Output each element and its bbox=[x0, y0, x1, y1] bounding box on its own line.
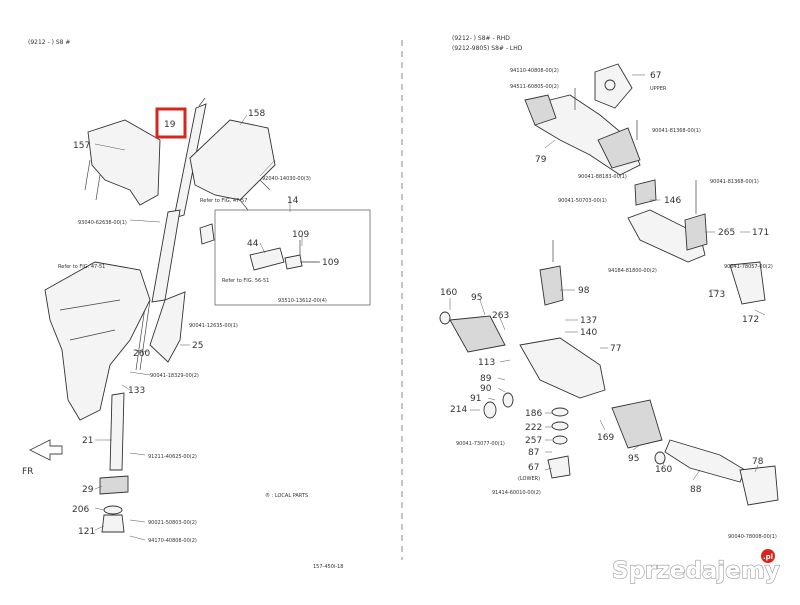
r-code-10: 91414-60010-00(2) bbox=[492, 490, 541, 496]
highlight-box bbox=[155, 107, 187, 139]
part-number-29: 29 bbox=[82, 485, 94, 495]
part-number-88: 88 bbox=[690, 485, 702, 495]
part-number-77: 77 bbox=[610, 344, 621, 354]
watermark-logo-dot bbox=[761, 549, 775, 563]
part-number-19: 19 bbox=[164, 120, 176, 130]
part-number-109-b: 109 bbox=[322, 258, 339, 268]
code-1: 92040-14030-00(3) bbox=[262, 176, 311, 182]
part-number-95-right: 95 bbox=[628, 454, 639, 464]
r-code-8: 94184-81800-00(2) bbox=[608, 268, 657, 274]
part-number-160-right: 160 bbox=[655, 465, 672, 475]
code-6: 91211-40625-00(2) bbox=[148, 454, 197, 460]
part-number-25: 25 bbox=[192, 341, 203, 351]
part-number-260: 260 bbox=[133, 349, 150, 359]
code-5: 90041-18329-00(2) bbox=[150, 373, 199, 379]
r-code-5: 90041-88183-00(1) bbox=[578, 174, 627, 180]
front-arrow-icon bbox=[28, 439, 63, 461]
part-number-169: 169 bbox=[597, 433, 614, 443]
part-number-87: 87 bbox=[528, 448, 539, 458]
part-number-265: 265 bbox=[718, 228, 735, 238]
right-leader-lines bbox=[449, 74, 766, 481]
r-code-7: 90041-78057-00(2) bbox=[724, 264, 773, 270]
watermark: Sprzedajemy .pl bbox=[611, 549, 780, 585]
r-code-11: 90040-78008-00(1) bbox=[728, 534, 777, 540]
part-number-44: 44 bbox=[247, 239, 259, 249]
code-2: 93040-62638-00(1) bbox=[78, 220, 127, 226]
watermark-suffix: .pl bbox=[763, 553, 773, 561]
part-number-173: 173 bbox=[708, 290, 725, 300]
page-code: 157-450i-18 bbox=[313, 564, 343, 570]
steering-column-drawing bbox=[99, 97, 207, 533]
left-header: (9212 - ) S8 # bbox=[28, 39, 70, 46]
part-number-89: 89 bbox=[480, 374, 492, 384]
label-upper: UPPER bbox=[650, 86, 667, 92]
part-number-171: 171 bbox=[752, 228, 769, 238]
local-parts-note: ® : LOCAL PARTS bbox=[265, 492, 308, 499]
part-number-172: 172 bbox=[742, 315, 759, 325]
part-number-140: 140 bbox=[580, 328, 597, 338]
r-code-9: 90041-73077-00(1) bbox=[456, 441, 505, 447]
right-header-line-1: (9212- ) S8# - RHD bbox=[452, 35, 510, 42]
code-4: 90041-12635-00(1) bbox=[189, 323, 238, 329]
part-number-109-a: 109 bbox=[292, 230, 309, 240]
bracket-158-drawing bbox=[189, 119, 276, 201]
part-number-157: 157 bbox=[73, 141, 90, 151]
part-number-67-upper: 67 bbox=[650, 71, 661, 81]
part-number-133: 133 bbox=[128, 386, 145, 396]
part-number-146: 146 bbox=[664, 196, 681, 206]
part-number-214: 214 bbox=[450, 405, 467, 415]
r-code-6: 90041-50703-00(1) bbox=[558, 198, 607, 204]
part-number-21: 21 bbox=[82, 436, 93, 446]
r-code-2: 94511-60805-00(2) bbox=[510, 84, 559, 90]
code-8: 94170-40808-00(2) bbox=[148, 538, 197, 544]
left-leader-lines bbox=[94, 114, 318, 541]
watermark-text: Sprzedajemy bbox=[612, 558, 780, 584]
steering-gear-drawing bbox=[439, 63, 779, 506]
detail-box-14 bbox=[214, 209, 371, 306]
part-number-222: 222 bbox=[525, 423, 542, 433]
part-number-98: 98 bbox=[578, 286, 590, 296]
bracket-157-drawing bbox=[87, 119, 161, 206]
part-number-158: 158 bbox=[248, 109, 265, 119]
fr-label: FR bbox=[22, 467, 33, 477]
label-lower: (LOWER) bbox=[518, 476, 540, 482]
part-number-91: 91 bbox=[470, 394, 481, 404]
refer-note-1: Refer to FIG. 47-57 bbox=[200, 198, 247, 204]
part-number-90: 90 bbox=[480, 384, 492, 394]
r-code-4: 90041-81368-00(1) bbox=[710, 179, 759, 185]
r-code-1: 94110-40808-00(2) bbox=[510, 68, 559, 74]
refer-note-2: Refer to FIG. 47-51 bbox=[58, 264, 105, 270]
part-number-14: 14 bbox=[287, 196, 299, 206]
code-3: 93510-13612-00(4) bbox=[278, 298, 327, 304]
part-number-79: 79 bbox=[535, 155, 547, 165]
r-code-3: 90041-81368-00(1) bbox=[652, 128, 701, 134]
part-number-67-lower: 67 bbox=[528, 463, 539, 473]
part-number-257: 257 bbox=[525, 436, 542, 446]
part-number-78: 78 bbox=[752, 457, 764, 467]
refer-note-3: Refer to FIG. 56-51 bbox=[222, 278, 269, 284]
part-number-95-left: 95 bbox=[471, 293, 482, 303]
part-number-113: 113 bbox=[478, 358, 495, 368]
part-number-137: 137 bbox=[580, 316, 597, 326]
part-number-186: 186 bbox=[525, 409, 542, 419]
right-header-line-2: (9212-9805) S8# - LHD bbox=[452, 45, 523, 52]
code-7: 90021-50803-00(2) bbox=[148, 520, 197, 526]
part-number-263: 263 bbox=[492, 311, 509, 321]
part-number-160-left: 160 bbox=[440, 288, 457, 298]
cover-25-drawing bbox=[149, 291, 186, 363]
support-frame-drawing bbox=[44, 261, 151, 421]
part-number-121: 121 bbox=[78, 527, 95, 537]
part-number-206: 206 bbox=[72, 505, 89, 515]
